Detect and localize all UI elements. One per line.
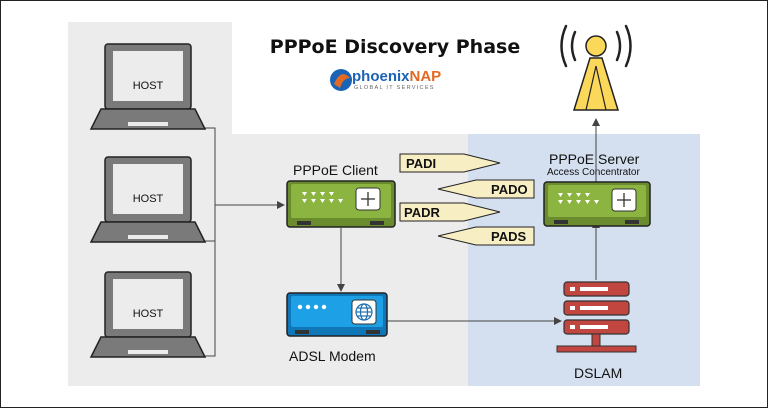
page-title: PPPoE Discovery Phase <box>269 36 521 58</box>
connector-lines <box>200 124 597 357</box>
arrow-to-client <box>277 201 285 209</box>
padi-label: PADI <box>406 156 437 171</box>
padi-arrow <box>399 153 501 173</box>
pado-label: PADO <box>491 182 528 197</box>
client-label: PPPoE Client <box>293 162 378 178</box>
message-arrows <box>399 153 535 246</box>
antenna-tower-icon <box>560 24 632 111</box>
logo-wordmark: phoenixNAP <box>352 68 441 85</box>
phoenixnap-logo-icon <box>330 69 352 91</box>
server-zone <box>468 134 700 386</box>
arrow-to-tower <box>592 118 600 126</box>
host-label-3: HOST <box>132 308 164 320</box>
host-laptop-1 <box>89 43 207 130</box>
client-zone <box>232 134 468 386</box>
logo-tagline: GLOBAL IT SERVICES <box>354 85 435 91</box>
host-label-1: HOST <box>132 80 164 92</box>
server-label: PPPoE Server <box>549 151 640 167</box>
arrow-to-modem <box>337 284 345 292</box>
adsl-modem <box>286 292 388 337</box>
phoenixnap-logo: phoenixNAP GLOBAL IT SERVICES <box>326 66 456 96</box>
padr-label: PADR <box>404 205 440 220</box>
server-sublabel: Access Concentrator <box>547 167 640 178</box>
arrow-to-dslam <box>554 317 562 325</box>
pads-arrow <box>437 226 535 246</box>
host-laptop-2 <box>89 156 207 243</box>
dslam-label: DSLAM <box>574 365 623 381</box>
pppoe-client-router <box>286 180 396 228</box>
logo-brand-part2: NAP <box>409 68 442 85</box>
host-laptop-3 <box>89 271 207 358</box>
modem-label: ADSL Modem <box>289 348 376 364</box>
pppoe-server-router <box>543 181 651 227</box>
pado-arrow <box>437 179 535 199</box>
pads-label: PADS <box>491 229 527 244</box>
padr-arrow <box>399 202 501 222</box>
host-label-2: HOST <box>132 193 164 205</box>
dslam-stack <box>556 281 637 353</box>
logo-brand-part1: phoenix <box>352 68 410 85</box>
